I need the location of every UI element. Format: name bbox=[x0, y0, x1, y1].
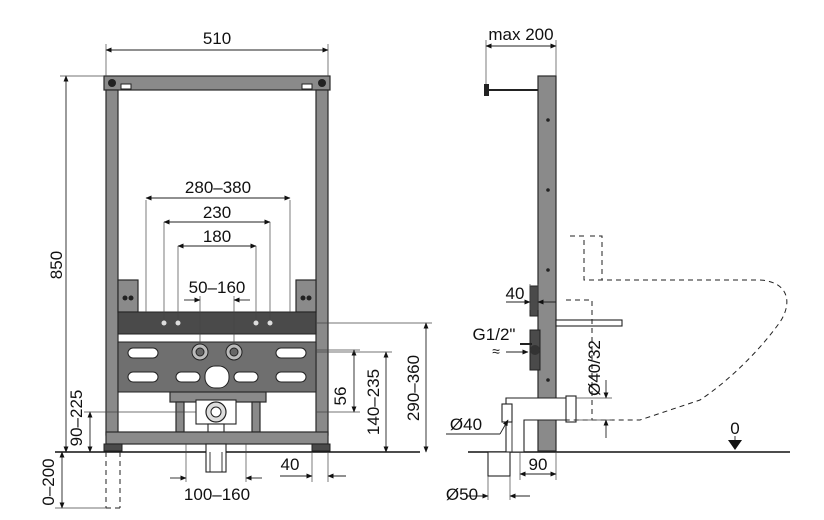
mount-span-outer-label: 280–380 bbox=[185, 178, 251, 197]
leg-extension-label: 0–200 bbox=[39, 458, 58, 505]
support-height-label: 140–235 bbox=[364, 369, 383, 435]
drain-height-label: 90–225 bbox=[67, 390, 86, 447]
mount-span-inner-label: 180 bbox=[203, 227, 231, 246]
side-view: 0 max 200 bbox=[446, 25, 790, 504]
floor-level-label: 0 bbox=[730, 419, 739, 438]
bracket-depth-label: 40 bbox=[506, 284, 525, 303]
frame-width-label: 510 bbox=[203, 29, 231, 48]
mount-span-mid-label: 230 bbox=[203, 203, 231, 222]
inlet-diameter-label: Ø40/32 bbox=[585, 340, 604, 396]
inlet-spacing-label: 50–160 bbox=[189, 278, 246, 297]
foot-offset-label: 40 bbox=[281, 455, 300, 474]
front-view: 510 850 280–380 230 180 50–160 90–225 bbox=[39, 29, 432, 509]
water-wave-icon: ≈ bbox=[492, 343, 500, 359]
frame-depth-label: 90 bbox=[529, 455, 548, 474]
inlet-height-label: 56 bbox=[331, 387, 350, 406]
bracket-height-label: 290–360 bbox=[404, 355, 423, 421]
outlet-diameter-label: Ø40 bbox=[450, 415, 482, 434]
water-connection-label: G1/2" bbox=[473, 325, 516, 344]
wall-distance-label: max 200 bbox=[488, 25, 553, 44]
frame-height-label: 850 bbox=[47, 251, 66, 279]
drain-diameter-label: Ø50 bbox=[446, 485, 478, 504]
drain-range-label: 100–160 bbox=[184, 485, 250, 504]
